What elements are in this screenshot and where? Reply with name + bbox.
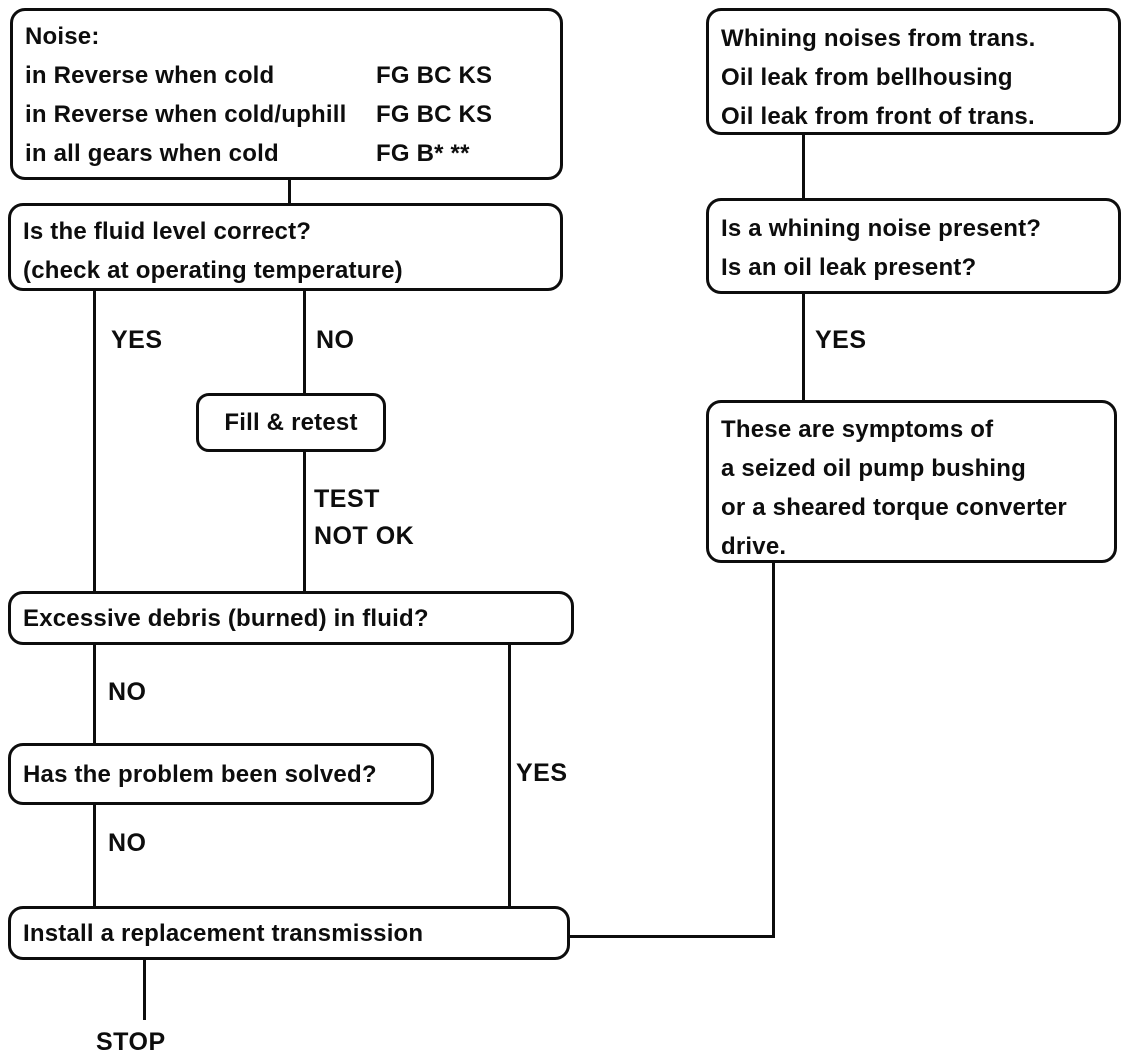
debris-question-box: Excessive debris (burned) in fluid? [8, 591, 574, 645]
connector-whining-to-question [802, 132, 805, 200]
noise-condition: in Reverse when cold [25, 62, 275, 89]
noise-condition: in Reverse when cold/uphill [25, 101, 347, 128]
symptoms-box-line: or a sheared torque converter [721, 494, 1067, 521]
whining-box-line: Oil leak from bellhousing [721, 64, 1013, 91]
whine-leak-question-box: Is a whining noise present? Is an oil le… [706, 198, 1121, 294]
whining-box-line: Whining noises from trans. [721, 25, 1036, 52]
connector-symptoms-down [772, 560, 775, 938]
fill-retest-label: Fill & retest [224, 409, 358, 436]
fluid-level-question-box: Is the fluid level correct? (check at op… [8, 203, 563, 291]
connector-debris-yes-down [508, 643, 511, 909]
whine-yes-label: YES [815, 326, 867, 354]
connector-noise-to-fluid [288, 178, 291, 208]
connector-question-yes-down [802, 292, 805, 403]
noise-code: FG BC KS [376, 101, 493, 128]
test-not-ok-label-line2: NOT OK [314, 522, 415, 550]
noise-condition: in all gears when cold [25, 140, 279, 167]
debris-question-label: Excessive debris (burned) in fluid? [23, 604, 429, 632]
symptoms-explanation-box: These are symptoms of a seized oil pump … [706, 400, 1117, 563]
noise-code: FG B* ** [376, 140, 470, 167]
symptoms-box-line: drive. [721, 533, 787, 560]
stop-label: STOP [96, 1028, 166, 1056]
fluid-no-label: NO [316, 326, 355, 354]
test-not-ok-label-line1: TEST [314, 485, 380, 513]
debris-yes-label: YES [516, 759, 568, 787]
connector-install-to-stop [143, 958, 146, 1020]
connector-symptoms-to-install [569, 935, 775, 938]
connector-fill-to-debris [303, 450, 306, 594]
symptoms-box-line: These are symptoms of [721, 416, 994, 443]
debris-no-label: NO [108, 678, 147, 706]
noise-code: FG BC KS [376, 62, 493, 89]
connector-debris-no-down [93, 643, 96, 746]
connector-fluid-no-down [303, 289, 306, 396]
whine-question-line: Is a whining noise present? [721, 215, 1042, 242]
noise-row: in Reverse when cold FG BC KS [25, 56, 548, 95]
install-transmission-label: Install a replacement transmission [23, 919, 424, 947]
symptoms-box-line: a seized oil pump bushing [721, 455, 1027, 482]
fill-retest-box: Fill & retest [196, 393, 386, 452]
whining-symptom-box: Whining noises from trans. Oil leak from… [706, 8, 1121, 135]
whine-question-line: Is an oil leak present? [721, 254, 977, 281]
fluid-box-line: Is the fluid level correct? [23, 218, 312, 245]
problem-solved-question-box: Has the problem been solved? [8, 743, 434, 805]
problem-solved-label: Has the problem been solved? [23, 760, 377, 788]
fluid-box-line: (check at operating temperature) [23, 257, 403, 284]
noise-symptom-box: Noise: in Reverse when cold FG BC KS in … [10, 8, 563, 180]
noise-box-title: Noise: [25, 23, 100, 50]
solved-no-label: NO [108, 829, 147, 857]
connector-solved-no-down [93, 803, 96, 909]
install-transmission-box: Install a replacement transmission [8, 906, 570, 960]
fluid-yes-label: YES [111, 326, 163, 354]
noise-row: in all gears when cold FG B* ** [25, 134, 548, 173]
whining-box-line: Oil leak from front of trans. [721, 103, 1035, 130]
noise-row: in Reverse when cold/uphill FG BC KS [25, 95, 548, 134]
connector-fluid-yes-down [93, 289, 96, 594]
